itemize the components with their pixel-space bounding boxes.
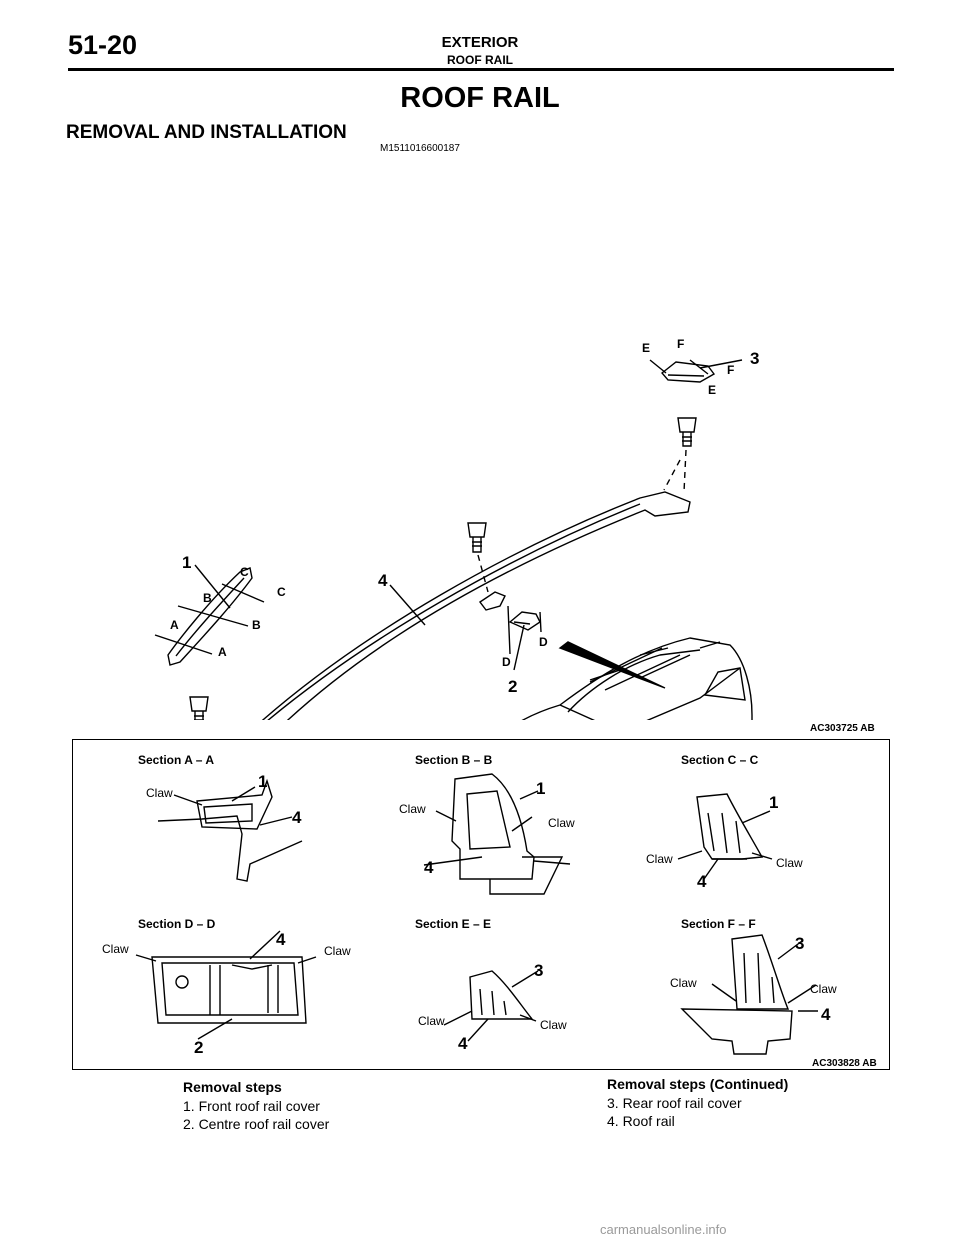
roof-rail-body [261, 491, 691, 720]
section-letter-e2: E [708, 383, 716, 397]
removal-step-3: 3. Rear roof rail cover [607, 1095, 742, 1111]
claw-label-dd-left: Claw [102, 942, 129, 956]
claw-label-dd-right: Claw [324, 944, 351, 958]
ee-part-4: 4 [458, 1034, 468, 1053]
section-aa-drawing [157, 778, 303, 882]
section-letter-a: A [170, 618, 179, 632]
figure2-code: AC303828 AB [812, 1058, 877, 1069]
removal-steps-heading: Removal steps [183, 1079, 282, 1095]
section-letter-c: C [240, 565, 249, 579]
section-ee-title: Section E – E [415, 917, 492, 931]
bolt-rear [677, 417, 697, 447]
removal-step-4: 4. Roof rail [607, 1113, 675, 1129]
callout-2: 2 [508, 677, 517, 696]
claw-label-ff-right: Claw [810, 982, 837, 996]
ff-part-4: 4 [821, 1005, 831, 1024]
section-ff-title: Section F – F [681, 917, 756, 931]
section-title: EXTERIOR [441, 34, 519, 51]
callout-4: 4 [378, 571, 388, 590]
callout-3: 3 [750, 349, 759, 368]
removal-step-1: 1. Front roof rail cover [183, 1098, 320, 1114]
claw-label-bb-left: Claw [399, 802, 426, 816]
bb-part-4: 4 [424, 858, 434, 877]
document-code: M1511016600187 [380, 143, 460, 154]
aa-part-1: 1 [258, 772, 267, 791]
section-letter-f2: F [727, 363, 734, 377]
leader-4 [389, 584, 426, 626]
section-bb-drawing [451, 773, 571, 895]
roof-rail-exploded-diagram: 1 2 3 4 A A B B C C D D E E F F [154, 337, 759, 720]
sections-panel [72, 739, 890, 1070]
centre-clip [478, 591, 506, 611]
section-letter-d2: D [539, 635, 548, 649]
claw-label-ff-left: Claw [670, 976, 697, 990]
centre-cover [508, 611, 541, 631]
dd-part-2: 2 [194, 1038, 203, 1057]
procedure-title: REMOVAL AND INSTALLATION [66, 122, 347, 143]
section-dd-title: Section D – D [138, 917, 216, 931]
section-ee-drawing [469, 970, 534, 1020]
roof-rail-line [267, 503, 641, 720]
rear-cover [660, 361, 716, 383]
claw-label-bb-right: Claw [548, 816, 575, 830]
claw-label-aa: Claw [146, 786, 173, 800]
callout-1: 1 [182, 553, 191, 572]
dd-part-4: 4 [276, 930, 286, 949]
ff-part-3: 3 [795, 934, 804, 953]
section-letter-d: D [502, 655, 511, 669]
front-cover [167, 567, 253, 666]
removal-steps-continued-heading: Removal steps (Continued) [607, 1076, 789, 1092]
section-letter-e: E [642, 341, 650, 355]
bb-part-1: 1 [536, 779, 545, 798]
section-letter-c2: C [277, 585, 286, 599]
cc-part-4: 4 [697, 872, 707, 891]
aa-part-4: 4 [292, 808, 302, 827]
section-aa-title: Section A – A [138, 753, 215, 767]
claw-label-ee-right: Claw [540, 1018, 567, 1032]
removal-step-2: 2. Centre roof rail cover [183, 1116, 330, 1132]
watermark: carmanualsonline.info [600, 1222, 727, 1237]
section-dd-drawing [151, 956, 307, 1024]
header-rule [68, 68, 894, 71]
bolt-centre [467, 522, 487, 553]
leader-3 [699, 359, 743, 369]
leader-2 [513, 624, 525, 671]
section-views-diagram: Claw Claw Claw Claw Claw Claw Claw Claw … [102, 772, 837, 1057]
claw-label-cc-left: Claw [646, 852, 673, 866]
bolt-front [189, 696, 209, 720]
ee-part-3: 3 [534, 961, 543, 980]
section-cc-drawing [696, 793, 764, 860]
leader-1 [194, 564, 231, 609]
section-letter-b: B [203, 591, 212, 605]
section-ff-drawing [680, 934, 793, 1055]
page-title: ROOF RAIL [400, 82, 560, 114]
section-letter-a2: A [218, 645, 227, 659]
page-number: 51-20 [68, 30, 138, 60]
claw-label-cc-right: Claw [776, 856, 803, 870]
section-letter-f: F [677, 337, 684, 351]
cc-part-1: 1 [769, 793, 778, 812]
section-bb-title: Section B – B [415, 753, 493, 767]
section-cc-title: Section C – C [681, 753, 759, 767]
subsection-title: ROOF RAIL [447, 53, 513, 67]
section-letter-b2: B [252, 618, 261, 632]
vehicle-illustration [521, 637, 753, 720]
figure1-code: AC303725 AB [810, 723, 875, 734]
claw-label-ee-left: Claw [418, 1014, 445, 1028]
